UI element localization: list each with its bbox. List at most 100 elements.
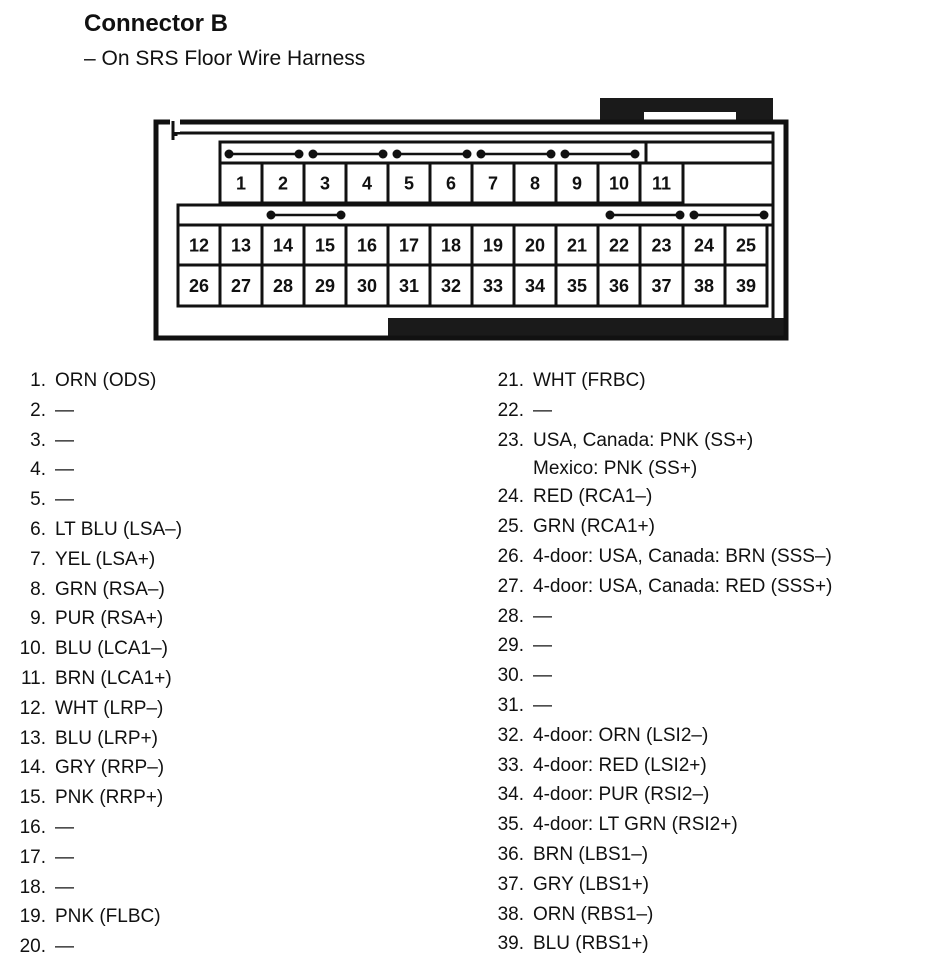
pin-number: 38. bbox=[497, 903, 524, 925]
pin-label: 29 bbox=[315, 276, 335, 296]
pin-number: 13. bbox=[19, 727, 46, 749]
pin-label: 27 bbox=[231, 276, 251, 296]
pin-entry: 32.4-door: ORN (LSI2–) bbox=[0, 721, 832, 751]
pin-description: 4-door: PUR (RSI2–) bbox=[533, 784, 710, 806]
pin-entry: 7. YEL (LSA+) bbox=[0, 545, 182, 575]
pin-label: 11 bbox=[652, 174, 671, 194]
pin-list-left: 1.ORN (ODS)2.—3.—4.—5.—6.LT BLU (LSA–)7.… bbox=[0, 366, 183, 962]
pin-description: — bbox=[55, 876, 74, 898]
shorting-bars bbox=[224, 149, 769, 220]
pin-label: 10 bbox=[609, 174, 629, 194]
pin-label: 38 bbox=[694, 276, 714, 296]
pin-label: 34 bbox=[525, 276, 545, 296]
pin-number: 26. bbox=[497, 545, 524, 567]
pin-entry: 37.GRY (LBS1+) bbox=[0, 870, 832, 900]
pin-number: 27. bbox=[497, 575, 524, 597]
pin-label: 13 bbox=[231, 236, 251, 256]
pin-description: BRN (LCA1+) bbox=[55, 667, 172, 689]
pin-label: 7 bbox=[488, 174, 498, 194]
pin-entry: 18. — bbox=[0, 873, 182, 903]
pin-number: 18. bbox=[19, 876, 46, 898]
pin-number: 31. bbox=[497, 694, 524, 716]
pin-cell bbox=[681, 263, 727, 308]
pin-label: 8 bbox=[530, 174, 540, 194]
pin-cell bbox=[176, 263, 222, 308]
pin-entry: 34.4-door: PUR (RSI2–) bbox=[0, 780, 832, 810]
pin-number: 7. bbox=[30, 548, 46, 570]
pin-entry: 11.BRN (LCA1+) bbox=[0, 664, 182, 694]
pin-description: USA, Canada: PNK (SS+) bbox=[533, 429, 754, 451]
pin-label: 14 bbox=[273, 236, 293, 256]
pin-description: GRY (LBS1+) bbox=[533, 873, 649, 895]
pin-cell bbox=[554, 263, 600, 308]
shorting-bar bbox=[476, 149, 556, 159]
connector-housing bbox=[153, 98, 789, 341]
pin-number: 2. bbox=[30, 399, 46, 421]
pin-label: 30 bbox=[357, 276, 377, 296]
pin-description: YEL (LSA+) bbox=[55, 548, 156, 570]
pin-cell bbox=[723, 263, 769, 308]
pin-entry: 9.PUR (RSA+) bbox=[0, 604, 182, 634]
pin-label: 3 bbox=[320, 174, 330, 194]
pin-label: 37 bbox=[651, 276, 671, 296]
pin-label: 28 bbox=[273, 276, 293, 296]
shorting-bar bbox=[689, 210, 769, 220]
pin-cell bbox=[470, 161, 516, 205]
pin-description: PNK (RRP+) bbox=[55, 787, 164, 809]
pin-entry: 8.GRN (RSA–) bbox=[0, 575, 182, 605]
pin-entry: 28.— bbox=[0, 602, 832, 632]
shorting-bar bbox=[392, 149, 472, 159]
pin-number: 29. bbox=[497, 635, 524, 657]
pin-cell bbox=[512, 263, 558, 308]
pin-description: PNK (FLBC) bbox=[55, 906, 161, 928]
pin-number: 21. bbox=[497, 370, 524, 391]
pin-label: 39 bbox=[736, 276, 756, 296]
pin-label: 12 bbox=[189, 236, 209, 256]
pin-description: PUR (RSA+) bbox=[55, 608, 164, 630]
pin-label: 9 bbox=[572, 174, 582, 194]
pin-entry: 30.— bbox=[0, 661, 832, 691]
pin-description: 4-door: LT GRN (RSI2+) bbox=[533, 814, 738, 836]
pin-entry: 5.— bbox=[0, 485, 182, 515]
connector-base bbox=[388, 318, 786, 340]
pin-number: 33. bbox=[497, 754, 524, 776]
diagram-title: Connector B bbox=[84, 10, 228, 37]
pin-description: LT BLU (LSA–) bbox=[55, 518, 183, 540]
pin-label: 19 bbox=[483, 236, 503, 256]
pin-description: — bbox=[533, 694, 552, 716]
pin-entry: 25.GRN (RCA1+) bbox=[0, 512, 832, 542]
pin-label: 4 bbox=[362, 174, 372, 194]
pin-description: — bbox=[533, 635, 552, 657]
pin-number: 14. bbox=[19, 757, 46, 779]
pin-label: 5 bbox=[404, 174, 414, 194]
pin-label: 26 bbox=[189, 276, 209, 296]
pin-number: 12. bbox=[19, 697, 46, 719]
shorting-bar bbox=[266, 210, 346, 220]
pin-entry: 14.GRY (RRP–) bbox=[0, 753, 182, 783]
pin-entry: 22.— bbox=[0, 396, 832, 426]
pin-number: 15. bbox=[19, 787, 46, 809]
pin-label: 25 bbox=[736, 236, 756, 256]
pin-cell bbox=[723, 223, 769, 267]
pin-cell bbox=[638, 161, 685, 205]
pin-number: 10. bbox=[19, 638, 46, 660]
pin-entry: 6.LT BLU (LSA–) bbox=[0, 515, 182, 545]
pin-entry: 29. — bbox=[0, 631, 832, 661]
pin-description: — bbox=[55, 936, 74, 958]
pin-label: 20 bbox=[525, 236, 545, 256]
pin-entry: 23.USA, Canada: PNK (SS+) bbox=[0, 426, 832, 456]
pin-number: 1. bbox=[30, 370, 46, 391]
pin-description: ORN (ODS) bbox=[55, 370, 157, 391]
pin-cell bbox=[512, 161, 558, 205]
pin-entry: 38.ORN (RBS1–) bbox=[0, 900, 832, 930]
pin-entry: 1. ORN (ODS) bbox=[0, 366, 182, 396]
pin-entry: 20.— bbox=[0, 932, 182, 962]
pin-description: — bbox=[533, 665, 552, 687]
pin-number: 19. bbox=[19, 906, 46, 928]
pin-number: 3. bbox=[30, 429, 46, 451]
pin-entry: 26.4-door: USA, Canada: BRN (SSS–) bbox=[0, 542, 832, 572]
pin-entry: 31. — bbox=[0, 691, 832, 721]
shorting-bar bbox=[605, 210, 685, 220]
pin-entry: 19. PNK (FLBC) bbox=[0, 902, 182, 932]
